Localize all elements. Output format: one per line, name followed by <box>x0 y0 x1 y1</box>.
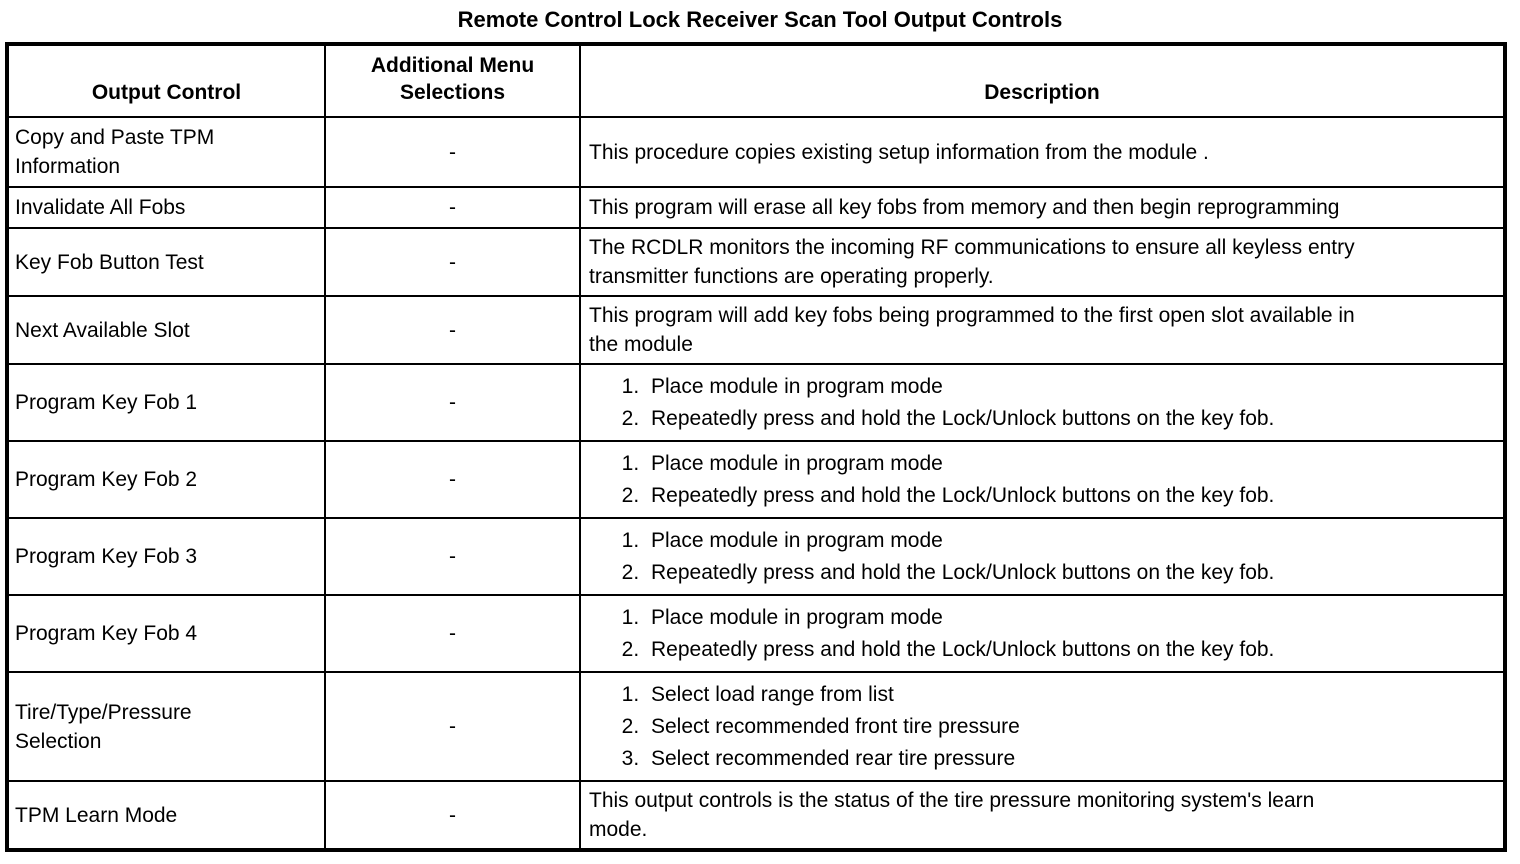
description-step: Select load range from list <box>645 680 1495 709</box>
description-cell: Place module in program modeRepeatedly p… <box>579 363 1506 442</box>
table-row: Program Key Fob 4-Place module in progra… <box>6 594 1506 673</box>
additional-menu-cell: - <box>324 780 581 851</box>
output-control-cell: Program Key Fob 2 <box>6 440 326 519</box>
description-step: Repeatedly press and hold the Lock/Unloc… <box>645 481 1495 510</box>
additional-menu-cell: - <box>324 227 581 297</box>
table-row: Copy and Paste TPM Information-This proc… <box>6 116 1506 188</box>
description-steps-list: Place module in program modeRepeatedly p… <box>589 449 1495 510</box>
description-steps-list: Place module in program modeRepeatedly p… <box>589 603 1495 664</box>
description-text: This output controls is the status of th… <box>589 789 1315 841</box>
additional-menu-cell: - <box>324 517 581 596</box>
description-cell: The RCDLR monitors the incoming RF commu… <box>579 227 1506 297</box>
col-header-description: Description <box>579 43 1506 118</box>
additional-menu-cell: - <box>324 116 581 188</box>
description-cell: This program will add key fobs being pro… <box>579 295 1506 365</box>
output-control-cell: Key Fob Button Test <box>6 227 326 297</box>
description-text: This program will add key fobs being pro… <box>589 304 1355 356</box>
description-text: The RCDLR monitors the incoming RF commu… <box>589 236 1355 288</box>
output-control-cell: Program Key Fob 3 <box>6 517 326 596</box>
description-step: Place module in program mode <box>645 449 1495 478</box>
table-row: Key Fob Button Test-The RCDLR monitors t… <box>6 227 1506 297</box>
description-cell: Place module in program modeRepeatedly p… <box>579 517 1506 596</box>
output-controls-table: Output Control Additional Menu Selection… <box>5 42 1507 852</box>
additional-menu-cell: - <box>324 440 581 519</box>
description-cell: This output controls is the status of th… <box>579 780 1506 851</box>
description-cell: This program will erase all key fobs fro… <box>579 186 1506 229</box>
table-row: Program Key Fob 3-Place module in progra… <box>6 517 1506 596</box>
additional-menu-cell: - <box>324 363 581 442</box>
table-body: Copy and Paste TPM Information-This proc… <box>6 116 1506 851</box>
description-step: Place module in program mode <box>645 603 1495 632</box>
description-cell: Place module in program modeRepeatedly p… <box>579 594 1506 673</box>
description-step: Repeatedly press and hold the Lock/Unloc… <box>645 635 1495 664</box>
description-text: This program will erase all key fobs fro… <box>589 196 1340 219</box>
description-step: Repeatedly press and hold the Lock/Unloc… <box>645 404 1495 433</box>
description-step: Place module in program mode <box>645 372 1495 401</box>
table-row: Tire/Type/Pressure Selection-Select load… <box>6 671 1506 782</box>
table-row: Invalidate All Fobs-This program will er… <box>6 186 1506 229</box>
description-steps-list: Place module in program modeRepeatedly p… <box>589 526 1495 587</box>
col-header-additional-menu-selections: Additional Menu Selections <box>324 43 581 118</box>
additional-menu-cell: - <box>324 671 581 782</box>
output-control-cell: Program Key Fob 1 <box>6 363 326 442</box>
output-control-cell: TPM Learn Mode <box>6 780 326 851</box>
description-text: This procedure copies existing setup inf… <box>589 140 1209 164</box>
output-control-cell: Next Available Slot <box>6 295 326 365</box>
description-steps-list: Select load range from listSelect recomm… <box>589 680 1495 773</box>
additional-menu-cell: - <box>324 295 581 365</box>
description-step: Select recommended front tire pressure <box>645 712 1495 741</box>
description-step: Repeatedly press and hold the Lock/Unloc… <box>645 558 1495 587</box>
table-row: TPM Learn Mode-This output controls is t… <box>6 780 1506 851</box>
description-step: Select recommended rear tire pressure <box>645 744 1495 773</box>
additional-menu-cell: - <box>324 186 581 229</box>
table-row: Program Key Fob 2-Place module in progra… <box>6 440 1506 519</box>
table-row: Next Available Slot-This program will ad… <box>6 295 1506 365</box>
description-step: Place module in program mode <box>645 526 1495 555</box>
output-control-cell: Invalidate All Fobs <box>6 186 326 229</box>
page-title: Remote Control Lock Receiver Scan Tool O… <box>457 7 1063 32</box>
description-cell: This procedure copies existing setup inf… <box>579 116 1506 188</box>
output-control-cell: Copy and Paste TPM Information <box>6 116 326 188</box>
description-cell: Place module in program modeRepeatedly p… <box>579 440 1506 519</box>
table-row: Program Key Fob 1-Place module in progra… <box>6 363 1506 442</box>
additional-menu-cell: - <box>324 594 581 673</box>
description-cell: Select load range from listSelect recomm… <box>579 671 1506 782</box>
output-control-cell: Tire/Type/Pressure Selection <box>6 671 326 782</box>
output-control-cell: Program Key Fob 4 <box>6 594 326 673</box>
header-row: Output Control Additional Menu Selection… <box>6 43 1506 118</box>
col-header-output-control: Output Control <box>6 43 326 118</box>
description-steps-list: Place module in program modeRepeatedly p… <box>589 372 1495 433</box>
